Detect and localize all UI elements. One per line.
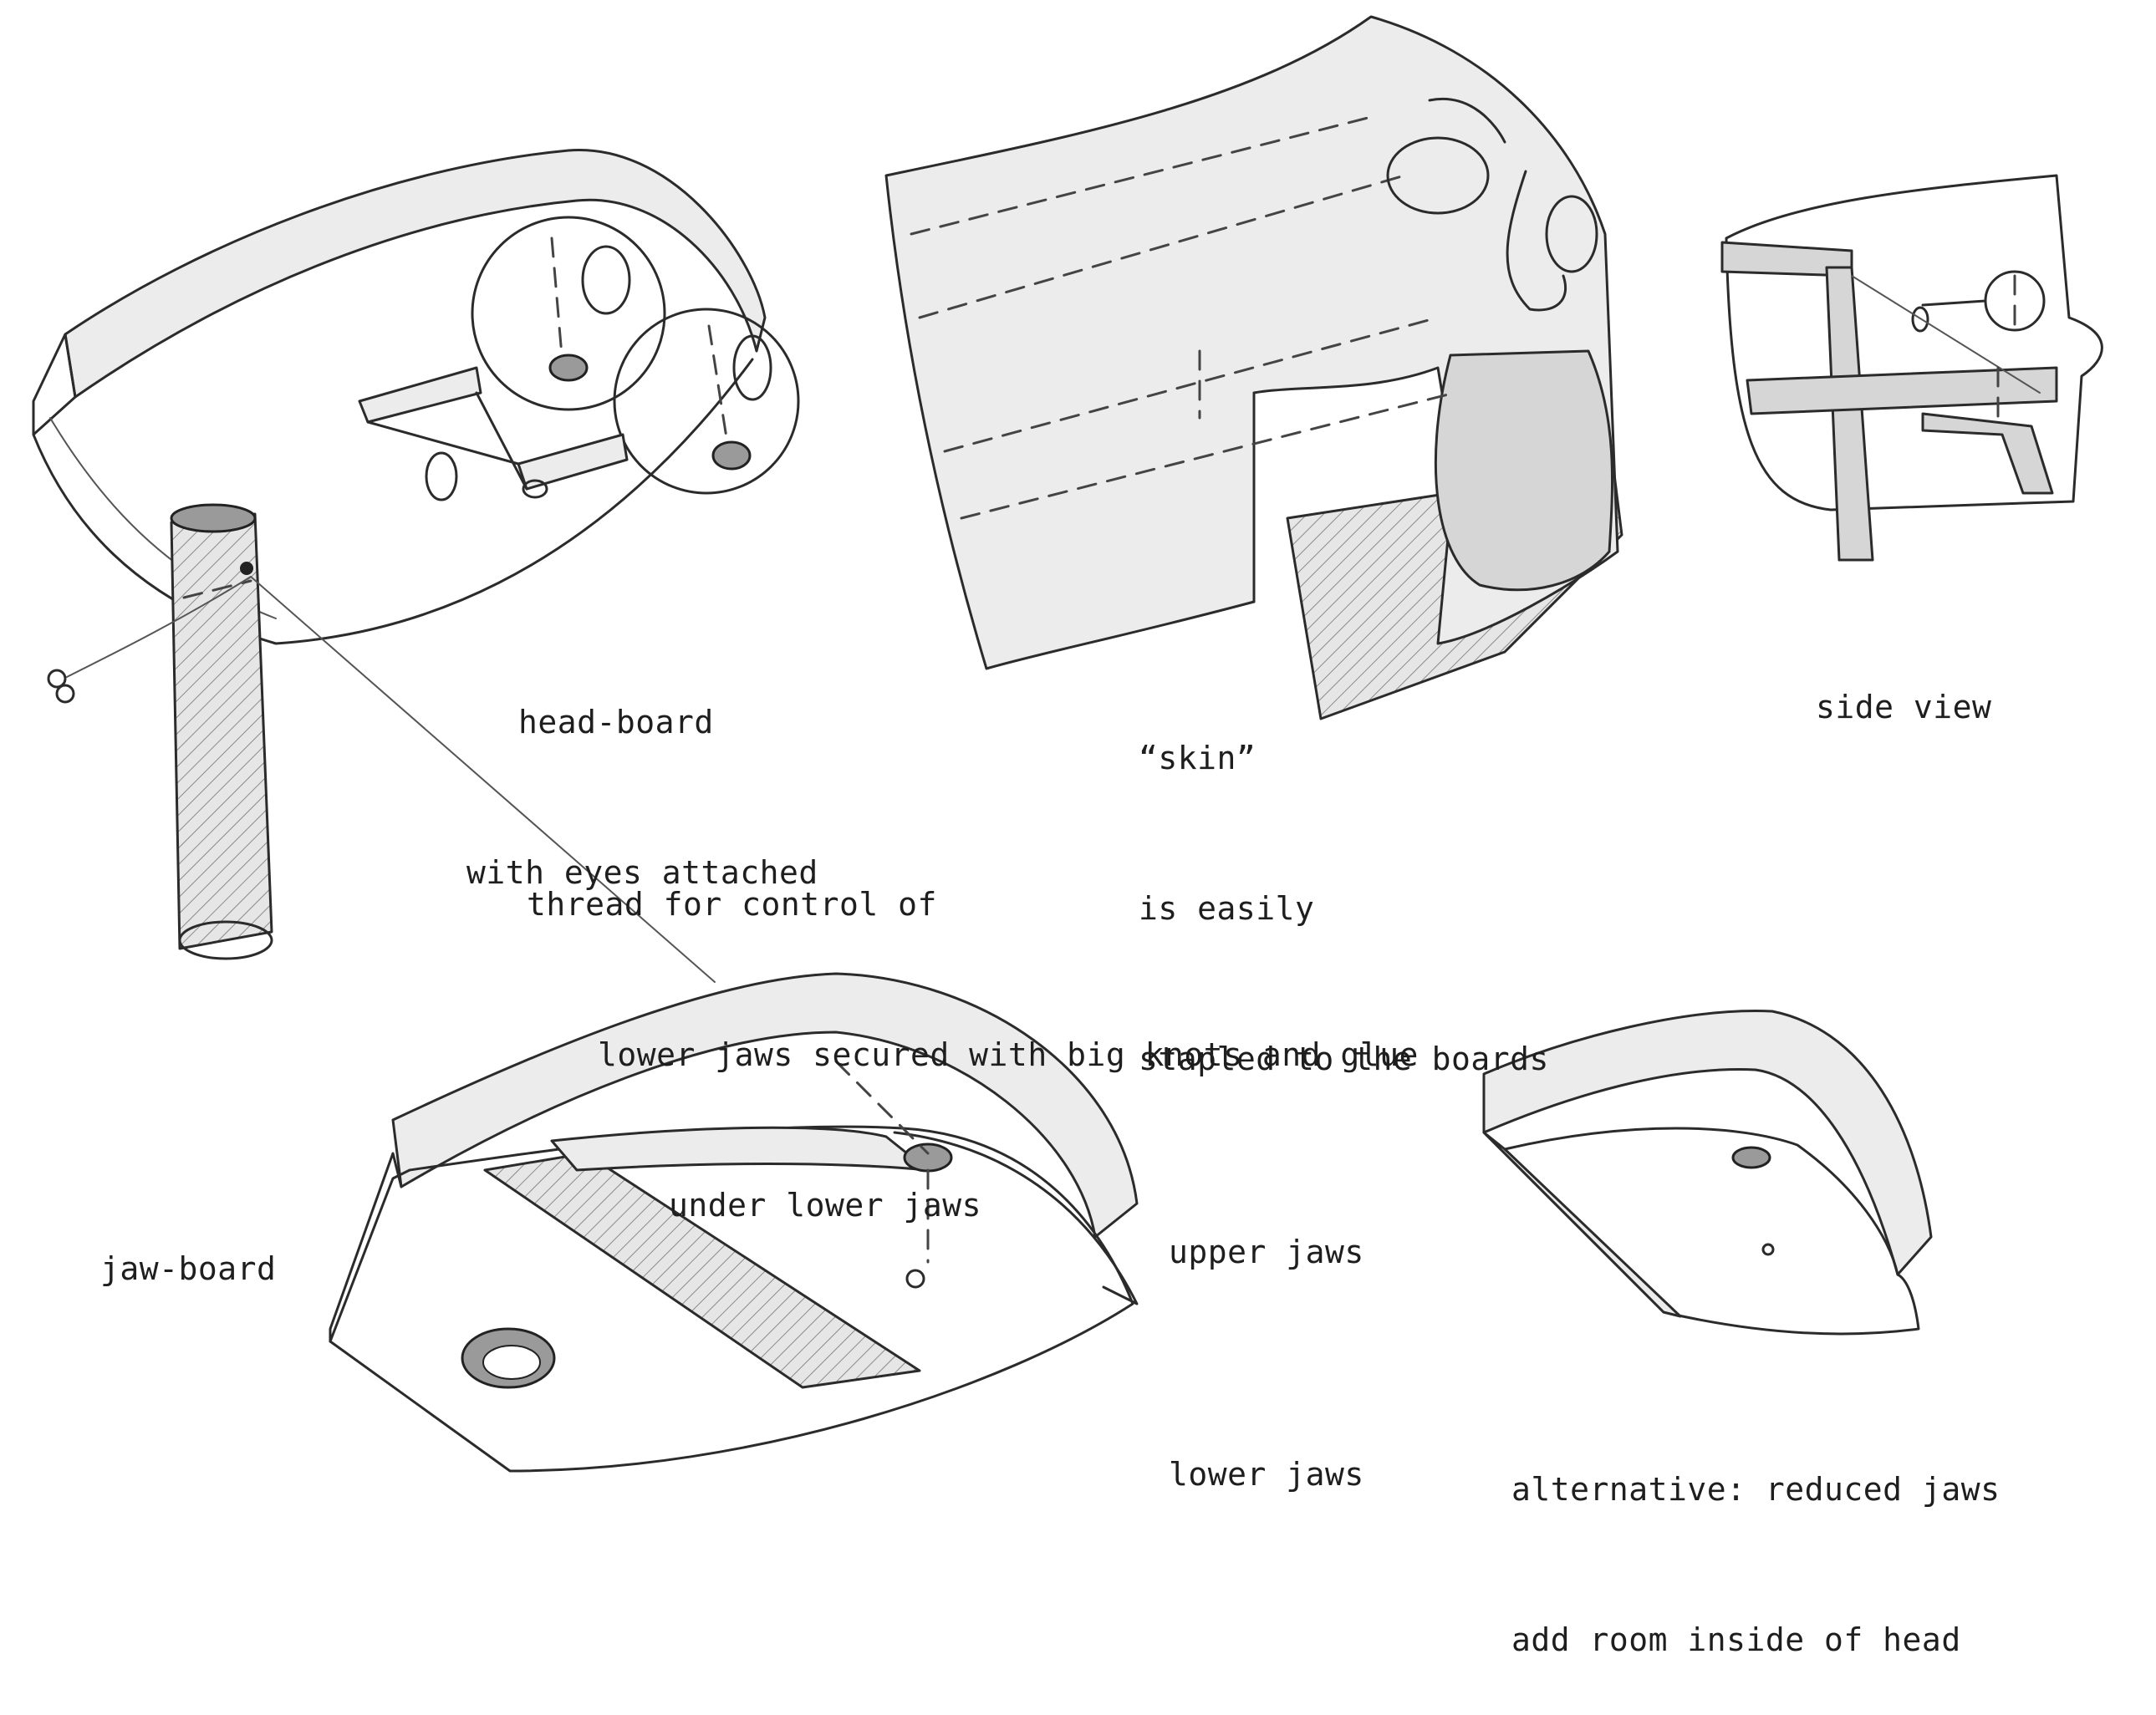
side-view-label-text: side view bbox=[1816, 689, 1992, 725]
head-board-label-line-2: with eyes attached bbox=[466, 854, 818, 891]
alternative-label-line-2: add room inside of head bbox=[1511, 1621, 1961, 1658]
head-board-drawing bbox=[32, 149, 800, 645]
jaw-board-drawing bbox=[329, 972, 1139, 1473]
puppet-head-sketch bbox=[32, 15, 2103, 1473]
skin-label-line-2: is easily bbox=[1139, 890, 1315, 927]
upper-jaws-label-text: upper jaws bbox=[1169, 1234, 1364, 1270]
thread-label-line-3: under lower jaws bbox=[669, 1187, 982, 1224]
head-board-label-line-1: head-board bbox=[518, 704, 714, 740]
alternative-jaws-drawing bbox=[1482, 1010, 1933, 1336]
skin-label-line-1: “skin” bbox=[1139, 740, 1256, 776]
skin-drawing bbox=[884, 15, 1623, 720]
thread-label-line-1: thread for control of bbox=[527, 886, 937, 923]
skin-label-line-3: stapled to the boards bbox=[1139, 1041, 1549, 1077]
jaw-board-label-text: jaw-board bbox=[100, 1250, 277, 1287]
lower-jaws-label: lower jaws bbox=[1169, 1349, 1364, 1550]
alternative-label-line-1: alternative: reduced jaws bbox=[1511, 1471, 2001, 1508]
side-view-drawing bbox=[1720, 174, 2103, 562]
jaw-board-label: jaw-board bbox=[100, 1143, 276, 1344]
alternative-label: alternative: reduced jaws add room insid… bbox=[1511, 1364, 2000, 1715]
head-board-label: head-board with eyes attached bbox=[466, 597, 818, 948]
thread-label: thread for control of lower jaws secured… bbox=[527, 779, 1419, 1280]
control-rod-drawing bbox=[47, 503, 716, 983]
skin-label: “skin” is easily stapled to the boards bbox=[1139, 633, 1549, 1134]
lower-jaws-label-text: lower jaws bbox=[1169, 1456, 1364, 1493]
upper-jaws-label: upper jaws bbox=[1169, 1127, 1364, 1327]
thread-label-line-2: lower jaws secured with big knots and gl… bbox=[598, 1036, 1419, 1073]
side-view-label: side view bbox=[1816, 582, 1991, 782]
